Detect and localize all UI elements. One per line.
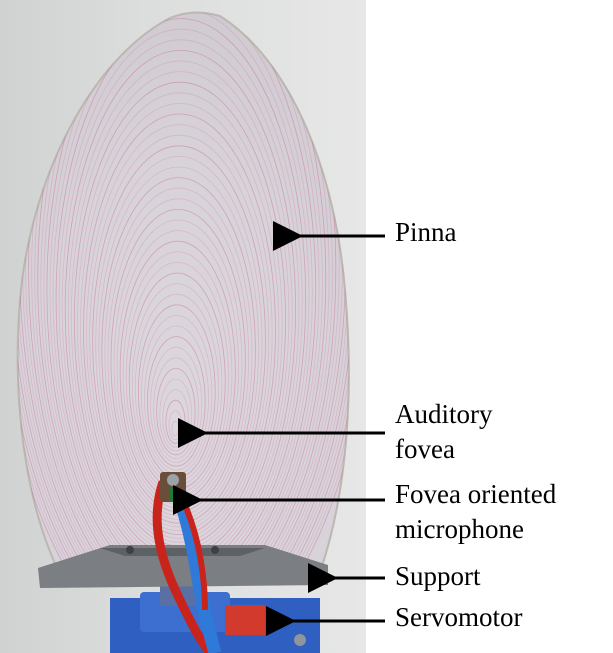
support-label: Support bbox=[395, 561, 481, 591]
microphone-wires bbox=[152, 480, 222, 653]
pinna-ring bbox=[52, 12, 310, 572]
pinna-ring bbox=[49, 12, 313, 572]
microphone-label-line2: microphone bbox=[395, 514, 524, 544]
pinna-ring bbox=[86, 124, 273, 543]
pinna-ring bbox=[92, 145, 266, 536]
pinna-ring bbox=[95, 156, 263, 532]
pinna-ring bbox=[89, 134, 270, 539]
pinna-ring bbox=[61, 39, 300, 572]
support-bracket bbox=[38, 545, 328, 588]
pinna-ring bbox=[31, 12, 333, 572]
fovea-label-line2: fovea bbox=[395, 434, 455, 464]
pinna-label: Pinna bbox=[395, 217, 457, 247]
pinna-ring bbox=[25, 12, 340, 572]
pinna-ring bbox=[150, 346, 203, 463]
pinna-photo bbox=[0, 0, 366, 653]
microphone-label-line1: Fovea oriented bbox=[395, 479, 557, 509]
servomotor-label: Servomotor bbox=[395, 602, 523, 632]
pinna-ring bbox=[55, 18, 307, 572]
pinna-ring bbox=[156, 367, 196, 456]
pinna-ring bbox=[153, 357, 199, 460]
fovea-label-line1: Auditory bbox=[395, 399, 493, 429]
pinna-ring bbox=[104, 187, 253, 520]
pinna-ring bbox=[28, 12, 337, 572]
pinna-ring bbox=[101, 177, 256, 524]
pinna-ring bbox=[144, 325, 209, 471]
pinna-ring bbox=[43, 12, 320, 572]
pinna-ring bbox=[58, 28, 303, 572]
pinna-ring bbox=[46, 12, 317, 572]
pinna-ring bbox=[159, 378, 193, 452]
pinna-ring bbox=[98, 166, 260, 528]
pinna-ring bbox=[147, 336, 206, 467]
pinna-ring bbox=[40, 12, 323, 572]
microphone bbox=[160, 472, 186, 502]
pinna-ring bbox=[37, 12, 327, 572]
pinna-ring bbox=[34, 12, 330, 572]
